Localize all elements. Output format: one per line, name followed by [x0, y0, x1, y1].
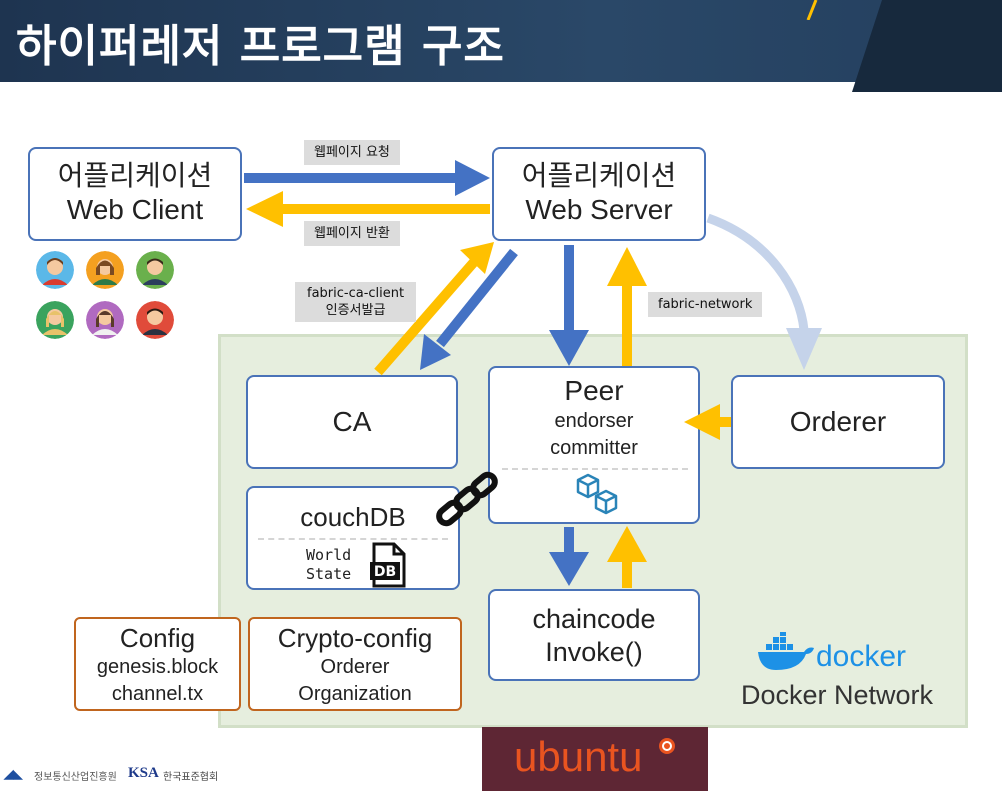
- server-to-ca-arrowhead: [420, 334, 451, 370]
- web-client-box: 어플리케이션 Web Client: [28, 147, 242, 241]
- ca-to-server-arrowhead: [460, 242, 494, 274]
- peer-box: Peer endorser committer: [488, 366, 700, 524]
- ca-box: CA: [246, 375, 458, 469]
- footer-ksa: KSA: [128, 765, 159, 781]
- title-accent-stroke: [806, 0, 818, 20]
- peer-to-chaincode-arrowhead: [549, 552, 589, 586]
- server-to-peer-arrowhead: [549, 330, 589, 366]
- person-avatar-icon: [86, 251, 124, 289]
- slide-title: 하이퍼레저 프로그램 구조: [16, 21, 505, 72]
- world-state-line1: World: [306, 546, 352, 564]
- ca-label: CA: [332, 406, 372, 437]
- crypto-title: Crypto-config: [277, 623, 433, 653]
- chaincode-line2: Invoke(): [545, 637, 643, 667]
- response-label: 웹페이지 반환: [304, 221, 400, 246]
- web-client-line1: 어플리케이션: [57, 160, 213, 191]
- chain-link-icon: [436, 471, 498, 527]
- person-avatar-icon: [136, 251, 174, 289]
- web-server-line1: 어플리케이션: [521, 160, 677, 191]
- ca-to-server-arrow: [374, 258, 478, 376]
- request-label: 웹페이지 요청: [304, 140, 400, 165]
- docker-whale-icon: [758, 632, 814, 670]
- person-avatar-icon: [36, 251, 74, 289]
- db-file-icon: DB: [370, 542, 406, 588]
- config-channel: channel.tx: [111, 683, 204, 705]
- ca-client-line1: fabric-ca-client: [307, 286, 405, 301]
- chaincode-line1: chaincode: [532, 604, 656, 634]
- crypto-config-box: Crypto-config Orderer Organization: [248, 617, 462, 711]
- blocks-icon: [576, 473, 618, 515]
- fabric-network-label: fabric-network: [648, 292, 763, 317]
- peer-role-committer: committer: [550, 437, 638, 459]
- web-server-box: 어플리케이션 Web Server: [492, 147, 706, 241]
- ubuntu-badge: ubuntu: [482, 727, 708, 791]
- peer-divider: [502, 468, 688, 470]
- config-box: Config genesis.block channel.tx: [74, 617, 241, 711]
- server-to-ca-arrow: [436, 248, 518, 348]
- crypto-orderer: Orderer: [320, 656, 390, 678]
- docker-logo-text: docker: [816, 640, 907, 673]
- server-to-orderer-arrow: [706, 213, 809, 331]
- web-server-line2: Web Server: [525, 194, 673, 225]
- title-bar: 하이퍼레저 프로그램 구조: [0, 0, 1002, 92]
- ca-client-line2: 인증서발급: [325, 303, 386, 318]
- config-genesis: genesis.block: [96, 656, 219, 678]
- couchdb-divider: [258, 538, 448, 540]
- couchdb-title: couchDB: [300, 502, 406, 532]
- nipa-mark-icon: ◢◣: [4, 767, 23, 781]
- chaincode-box: chaincode Invoke(): [488, 589, 700, 681]
- orderer-to-peer-arrowhead: [684, 404, 720, 440]
- request-arrowhead: [455, 160, 490, 196]
- peer-role-endorser: endorser: [554, 410, 634, 432]
- peer-to-server-arrowhead: [607, 247, 647, 286]
- config-title: Config: [119, 623, 196, 653]
- ubuntu-circle-icon: [659, 738, 675, 754]
- ca-client-label: fabric-ca-client 인증서발급: [295, 282, 417, 322]
- person-avatar-icon: [136, 301, 174, 339]
- footer-org2: 한국표준협회: [163, 772, 219, 783]
- person-avatar-icon: [86, 301, 124, 339]
- docker-network-label: Docker Network: [741, 680, 934, 710]
- peer-title: Peer: [564, 375, 624, 406]
- server-to-orderer-arrowhead: [786, 328, 822, 370]
- person-avatar-icon: [36, 301, 74, 339]
- title-corner-decoration: [852, 0, 1002, 92]
- response-arrowhead: [246, 191, 283, 227]
- db-icon-text: DB: [374, 564, 396, 580]
- web-client-line2: Web Client: [66, 194, 204, 225]
- footer-org1: 정보통신산업진흥원: [34, 772, 117, 783]
- ubuntu-label: ubuntu: [514, 733, 643, 780]
- orderer-label: Orderer: [789, 406, 887, 437]
- world-state-line2: State: [306, 565, 352, 583]
- orderer-box: Orderer: [731, 375, 945, 469]
- crypto-organization: Organization: [298, 683, 412, 705]
- chaincode-to-peer-arrowhead: [607, 526, 647, 562]
- couchdb-box: couchDB World State DB: [246, 486, 460, 590]
